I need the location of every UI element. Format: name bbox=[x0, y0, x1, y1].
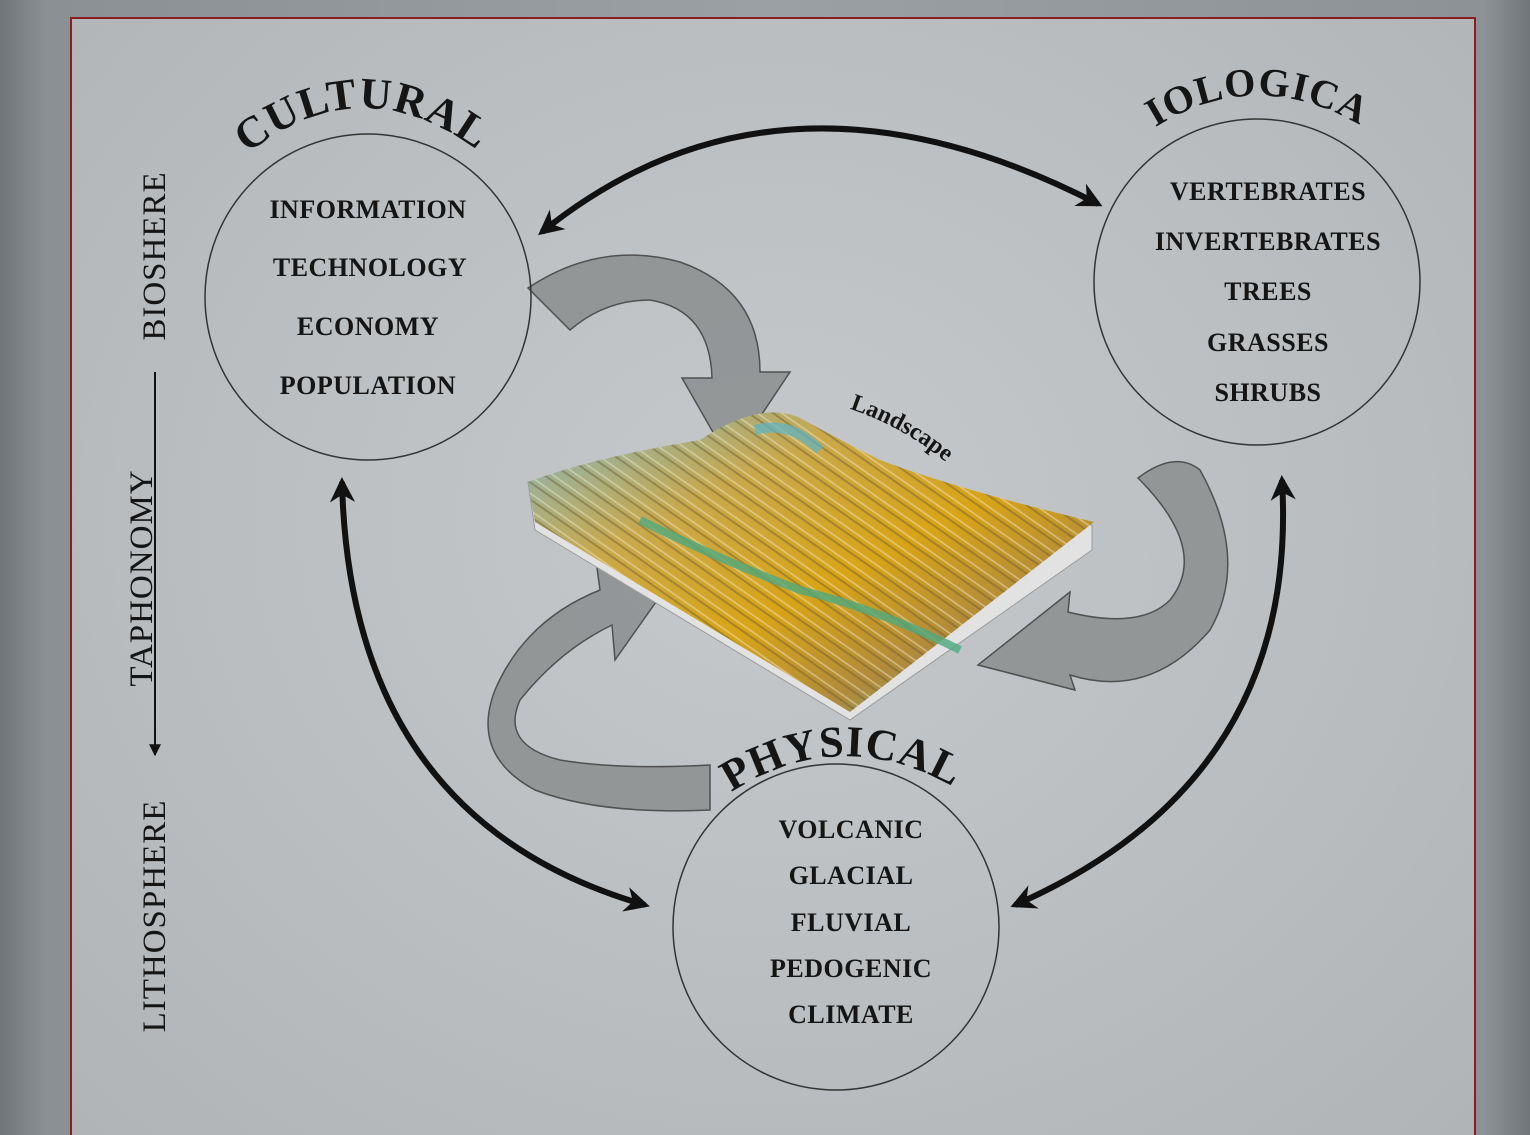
biological-circle bbox=[1093, 118, 1421, 446]
double-arrow-cultural-physical bbox=[329, 476, 650, 912]
list-item: POPULATION bbox=[280, 371, 456, 400]
list-item: INVERTEBRATES bbox=[1155, 227, 1381, 256]
list-item: GRASSES bbox=[1207, 328, 1329, 357]
list-item: FLUVIAL bbox=[791, 908, 912, 937]
list-item: GLACIAL bbox=[789, 861, 914, 890]
list-item: TREES bbox=[1224, 277, 1312, 306]
cultural-circle bbox=[204, 133, 532, 461]
double-arrow-biological-physical bbox=[1010, 474, 1296, 909]
list-item: INFORMATION bbox=[269, 195, 466, 224]
landscape-terrain bbox=[527, 412, 1094, 721]
physical-title: PHYSICAL bbox=[712, 717, 971, 801]
curved-arrow-cultural-to-landscape bbox=[526, 254, 792, 464]
list-item: SHRUBS bbox=[1214, 378, 1321, 407]
double-arrow-cultural-biological bbox=[538, 125, 1103, 236]
list-item: TECHNOLOGY bbox=[273, 253, 467, 282]
list-item: ECONOMY bbox=[297, 312, 439, 341]
cultural-items: INFORMATION TECHNOLOGY ECONOMY POPULATIO… bbox=[269, 195, 467, 400]
physical-circle bbox=[672, 763, 1000, 1091]
list-item: VOLCANIC bbox=[778, 815, 923, 844]
physical-items: VOLCANIC GLACIAL FLUVIAL PEDOGENIC CLIMA… bbox=[770, 815, 932, 1029]
side-axis: BIOSHERE TAPHONOMY LITHOSPHERE bbox=[124, 171, 173, 1032]
cultural-title: CULTURAL bbox=[225, 69, 499, 162]
list-item: VERTEBRATES bbox=[1170, 177, 1366, 206]
side-label-lithosphere: LITHOSPHERE bbox=[137, 800, 173, 1033]
list-item: PEDOGENIC bbox=[770, 954, 932, 983]
side-label-bioshere: BIOSHERE bbox=[137, 171, 173, 340]
biological-items: VERTEBRATES INVERTEBRATES TREES GRASSES … bbox=[1155, 177, 1381, 407]
biological-title: BIOLOGICAL bbox=[0, 0, 1377, 135]
list-item: CLIMATE bbox=[788, 1000, 914, 1029]
